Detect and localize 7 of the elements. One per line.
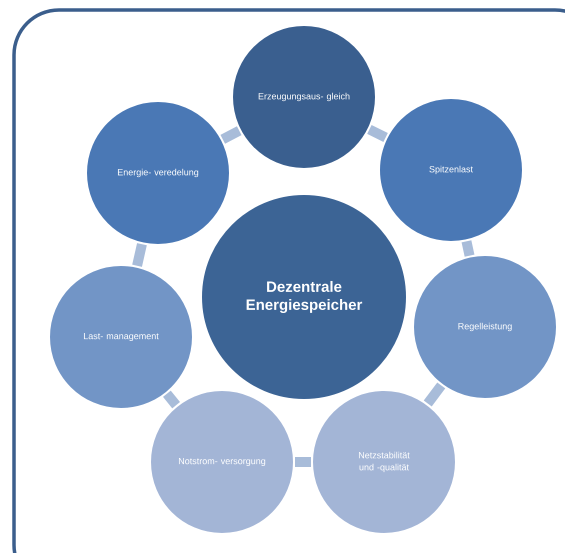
connector <box>295 456 311 467</box>
connector <box>462 240 474 257</box>
connector <box>424 382 446 407</box>
connector <box>163 390 180 408</box>
connector <box>220 126 242 144</box>
connector <box>132 243 147 267</box>
connector <box>367 124 388 142</box>
